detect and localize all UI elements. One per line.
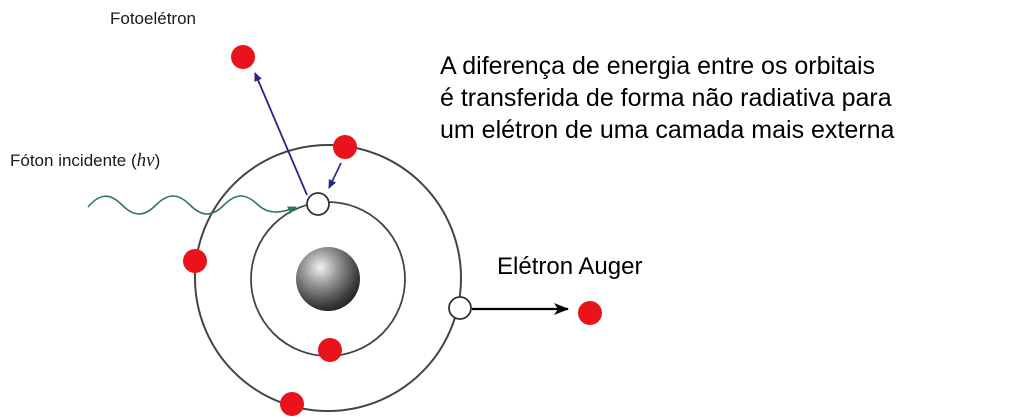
note-line-1: A diferença de energia entre os orbitais [440,52,875,80]
nucleus [296,247,360,311]
outer-electron-top [333,135,357,159]
outer-electron-bottom [280,392,304,416]
note-line-2: é transferida de forma não radiativa par… [440,84,892,112]
incident-photon-text: Fóton incidente ( [10,151,137,170]
incident-photon-label: Fóton incidente (hν) [10,151,160,170]
inner-shell-vacancy [306,192,330,216]
auger-electron [578,301,602,325]
photoelectron-label: Fotoelétron [110,9,196,28]
photoelectron [231,45,255,69]
outer-orbit [194,144,462,412]
auger-electron-label: Elétron Auger [497,253,643,280]
incident-photon-wave [87,195,297,215]
incident-photon-close: ) [154,151,161,170]
energy-transfer-note: A diferença de energia entre os orbitais… [440,50,894,146]
note-line-3: um elétron de uma camada mais externa [440,116,895,144]
outer-shell-vacancy [448,296,472,320]
inner-electron-bottom [318,338,342,362]
transition-arrow [328,162,342,189]
photoelectron-arrow [254,72,308,196]
outer-electron-left [183,249,207,273]
photon-energy-symbol: hν [136,150,155,171]
